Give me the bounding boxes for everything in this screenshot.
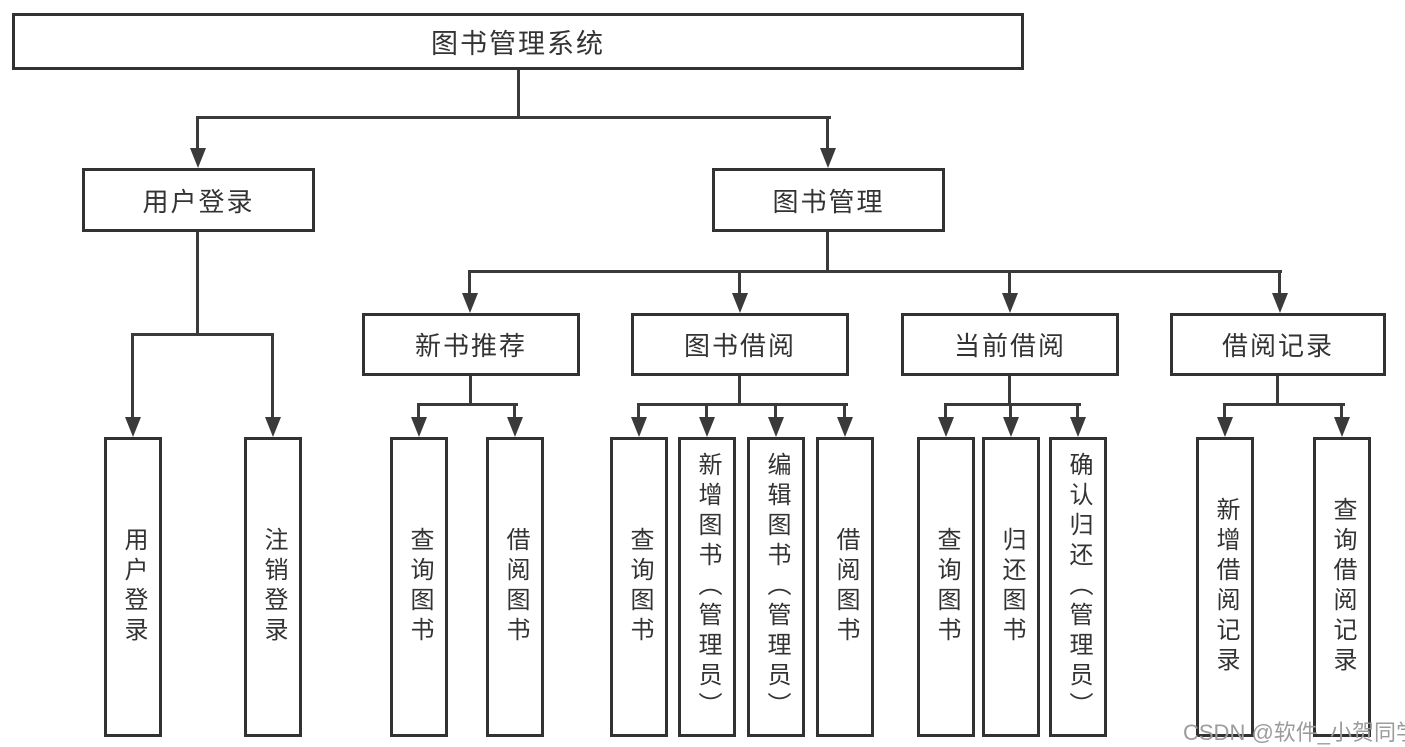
arrow-down-icon: [732, 293, 748, 313]
node-book-borrow: 图书借阅: [631, 313, 849, 376]
arrow-down-icon: [507, 417, 523, 437]
node-label: 用户登录: [142, 186, 255, 217]
arrow-down-icon: [1002, 293, 1018, 313]
leaf-label: 确认归还（管理员）: [1065, 452, 1092, 722]
leaf-label: 用户登录: [120, 527, 147, 647]
connector-line: [826, 232, 829, 273]
connector-line: [131, 333, 134, 419]
connector-line: [705, 403, 708, 419]
connector-line: [1009, 403, 1012, 419]
connector-line: [1008, 270, 1011, 296]
connector-line: [1278, 270, 1281, 296]
arrow-down-icon: [190, 148, 206, 168]
connector-line: [843, 403, 846, 419]
node-library-management-system: 图书管理系统: [12, 13, 1024, 70]
leaf-records-add-borrow-record: 新增借阅记录: [1196, 437, 1254, 737]
connector-line: [1076, 403, 1079, 419]
leaf-label: 借阅图书: [832, 527, 859, 647]
leaf-borrow-add-books-admin: 新增图书（管理员）: [678, 437, 736, 737]
connector-line: [517, 70, 520, 118]
connector-line: [196, 116, 831, 119]
leaf-label: 编辑图书（管理员）: [763, 452, 790, 722]
node-label: 图书管理: [772, 186, 885, 217]
arrow-down-icon: [938, 417, 954, 437]
node-book-management: 图书管理: [712, 168, 945, 232]
arrow-down-icon: [820, 148, 836, 168]
arrow-down-icon: [1070, 417, 1086, 437]
arrow-down-icon: [265, 417, 281, 437]
connector-line: [196, 116, 199, 150]
arrow-down-icon: [699, 417, 715, 437]
connector-line: [738, 376, 741, 405]
connector-line: [637, 403, 848, 406]
leaf-recommend-query-books: 查询图书: [390, 437, 448, 737]
connector-line: [417, 403, 518, 406]
connector-line: [513, 403, 516, 419]
connector-line: [196, 232, 199, 335]
arrow-down-icon: [1217, 417, 1233, 437]
arrow-down-icon: [1272, 293, 1288, 313]
leaf-records-query-borrow-record: 查询借阅记录: [1313, 437, 1371, 737]
connector-line: [774, 403, 777, 419]
arrow-down-icon: [631, 417, 647, 437]
node-label: 新书推荐: [414, 331, 527, 361]
arrow-down-icon: [411, 417, 427, 437]
leaf-label: 查询借阅记录: [1329, 497, 1356, 677]
arrow-down-icon: [462, 293, 478, 313]
arrow-down-icon: [837, 417, 853, 437]
connector-line: [944, 403, 1081, 406]
node-label: 图书借阅: [683, 331, 796, 361]
leaf-label: 查询图书: [406, 527, 433, 647]
leaf-current-confirm-return-admin: 确认归还（管理员）: [1049, 437, 1107, 737]
leaf-label: 查询图书: [933, 527, 960, 647]
connector-line: [131, 333, 274, 336]
connector-line: [1223, 403, 1226, 419]
node-new-book-recommend: 新书推荐: [362, 313, 580, 376]
connector-line: [738, 270, 741, 296]
connector-line: [944, 403, 947, 419]
node-label: 图书管理系统: [431, 29, 605, 59]
connector-line: [468, 270, 471, 296]
connector-line: [469, 376, 472, 405]
arrow-down-icon: [768, 417, 784, 437]
leaf-label: 查询图书: [626, 527, 653, 647]
connector-line: [1008, 376, 1011, 405]
node-borrow-records: 借阅记录: [1170, 313, 1386, 376]
leaf-borrow-query-books: 查询图书: [610, 437, 668, 737]
leaf-label: 归还图书: [998, 527, 1025, 647]
connector-line: [826, 116, 829, 150]
leaf-label: 新增借阅记录: [1212, 497, 1239, 677]
leaf-label: 新增图书（管理员）: [694, 452, 721, 722]
leaf-label: 注销登录: [260, 527, 287, 647]
leaf-recommend-borrow-books: 借阅图书: [486, 437, 544, 737]
arrow-down-icon: [125, 417, 141, 437]
connector-line: [1276, 376, 1279, 405]
leaf-user-login: 用户登录: [104, 437, 162, 737]
node-user-login: 用户登录: [82, 168, 315, 232]
arrow-down-icon: [1334, 417, 1350, 437]
leaf-logout: 注销登录: [244, 437, 302, 737]
node-label: 借阅记录: [1221, 331, 1334, 361]
node-label: 当前借阅: [953, 331, 1066, 361]
leaf-borrow-borrow-books: 借阅图书: [816, 437, 874, 737]
connector-line: [468, 270, 1282, 273]
connector-line: [417, 403, 420, 419]
arrow-down-icon: [1003, 417, 1019, 437]
connector-line: [1340, 403, 1343, 419]
connector-line: [271, 333, 274, 419]
leaf-current-query-books: 查询图书: [917, 437, 975, 737]
csdn-watermark: CSDN @软件_小贺同学: [1183, 720, 1405, 745]
node-current-borrow: 当前借阅: [901, 313, 1119, 376]
leaf-current-return-books: 归还图书: [982, 437, 1040, 737]
leaf-label: 借阅图书: [502, 527, 529, 647]
leaf-borrow-edit-books-admin: 编辑图书（管理员）: [747, 437, 805, 737]
connector-line: [1223, 403, 1345, 406]
connector-line: [637, 403, 640, 419]
